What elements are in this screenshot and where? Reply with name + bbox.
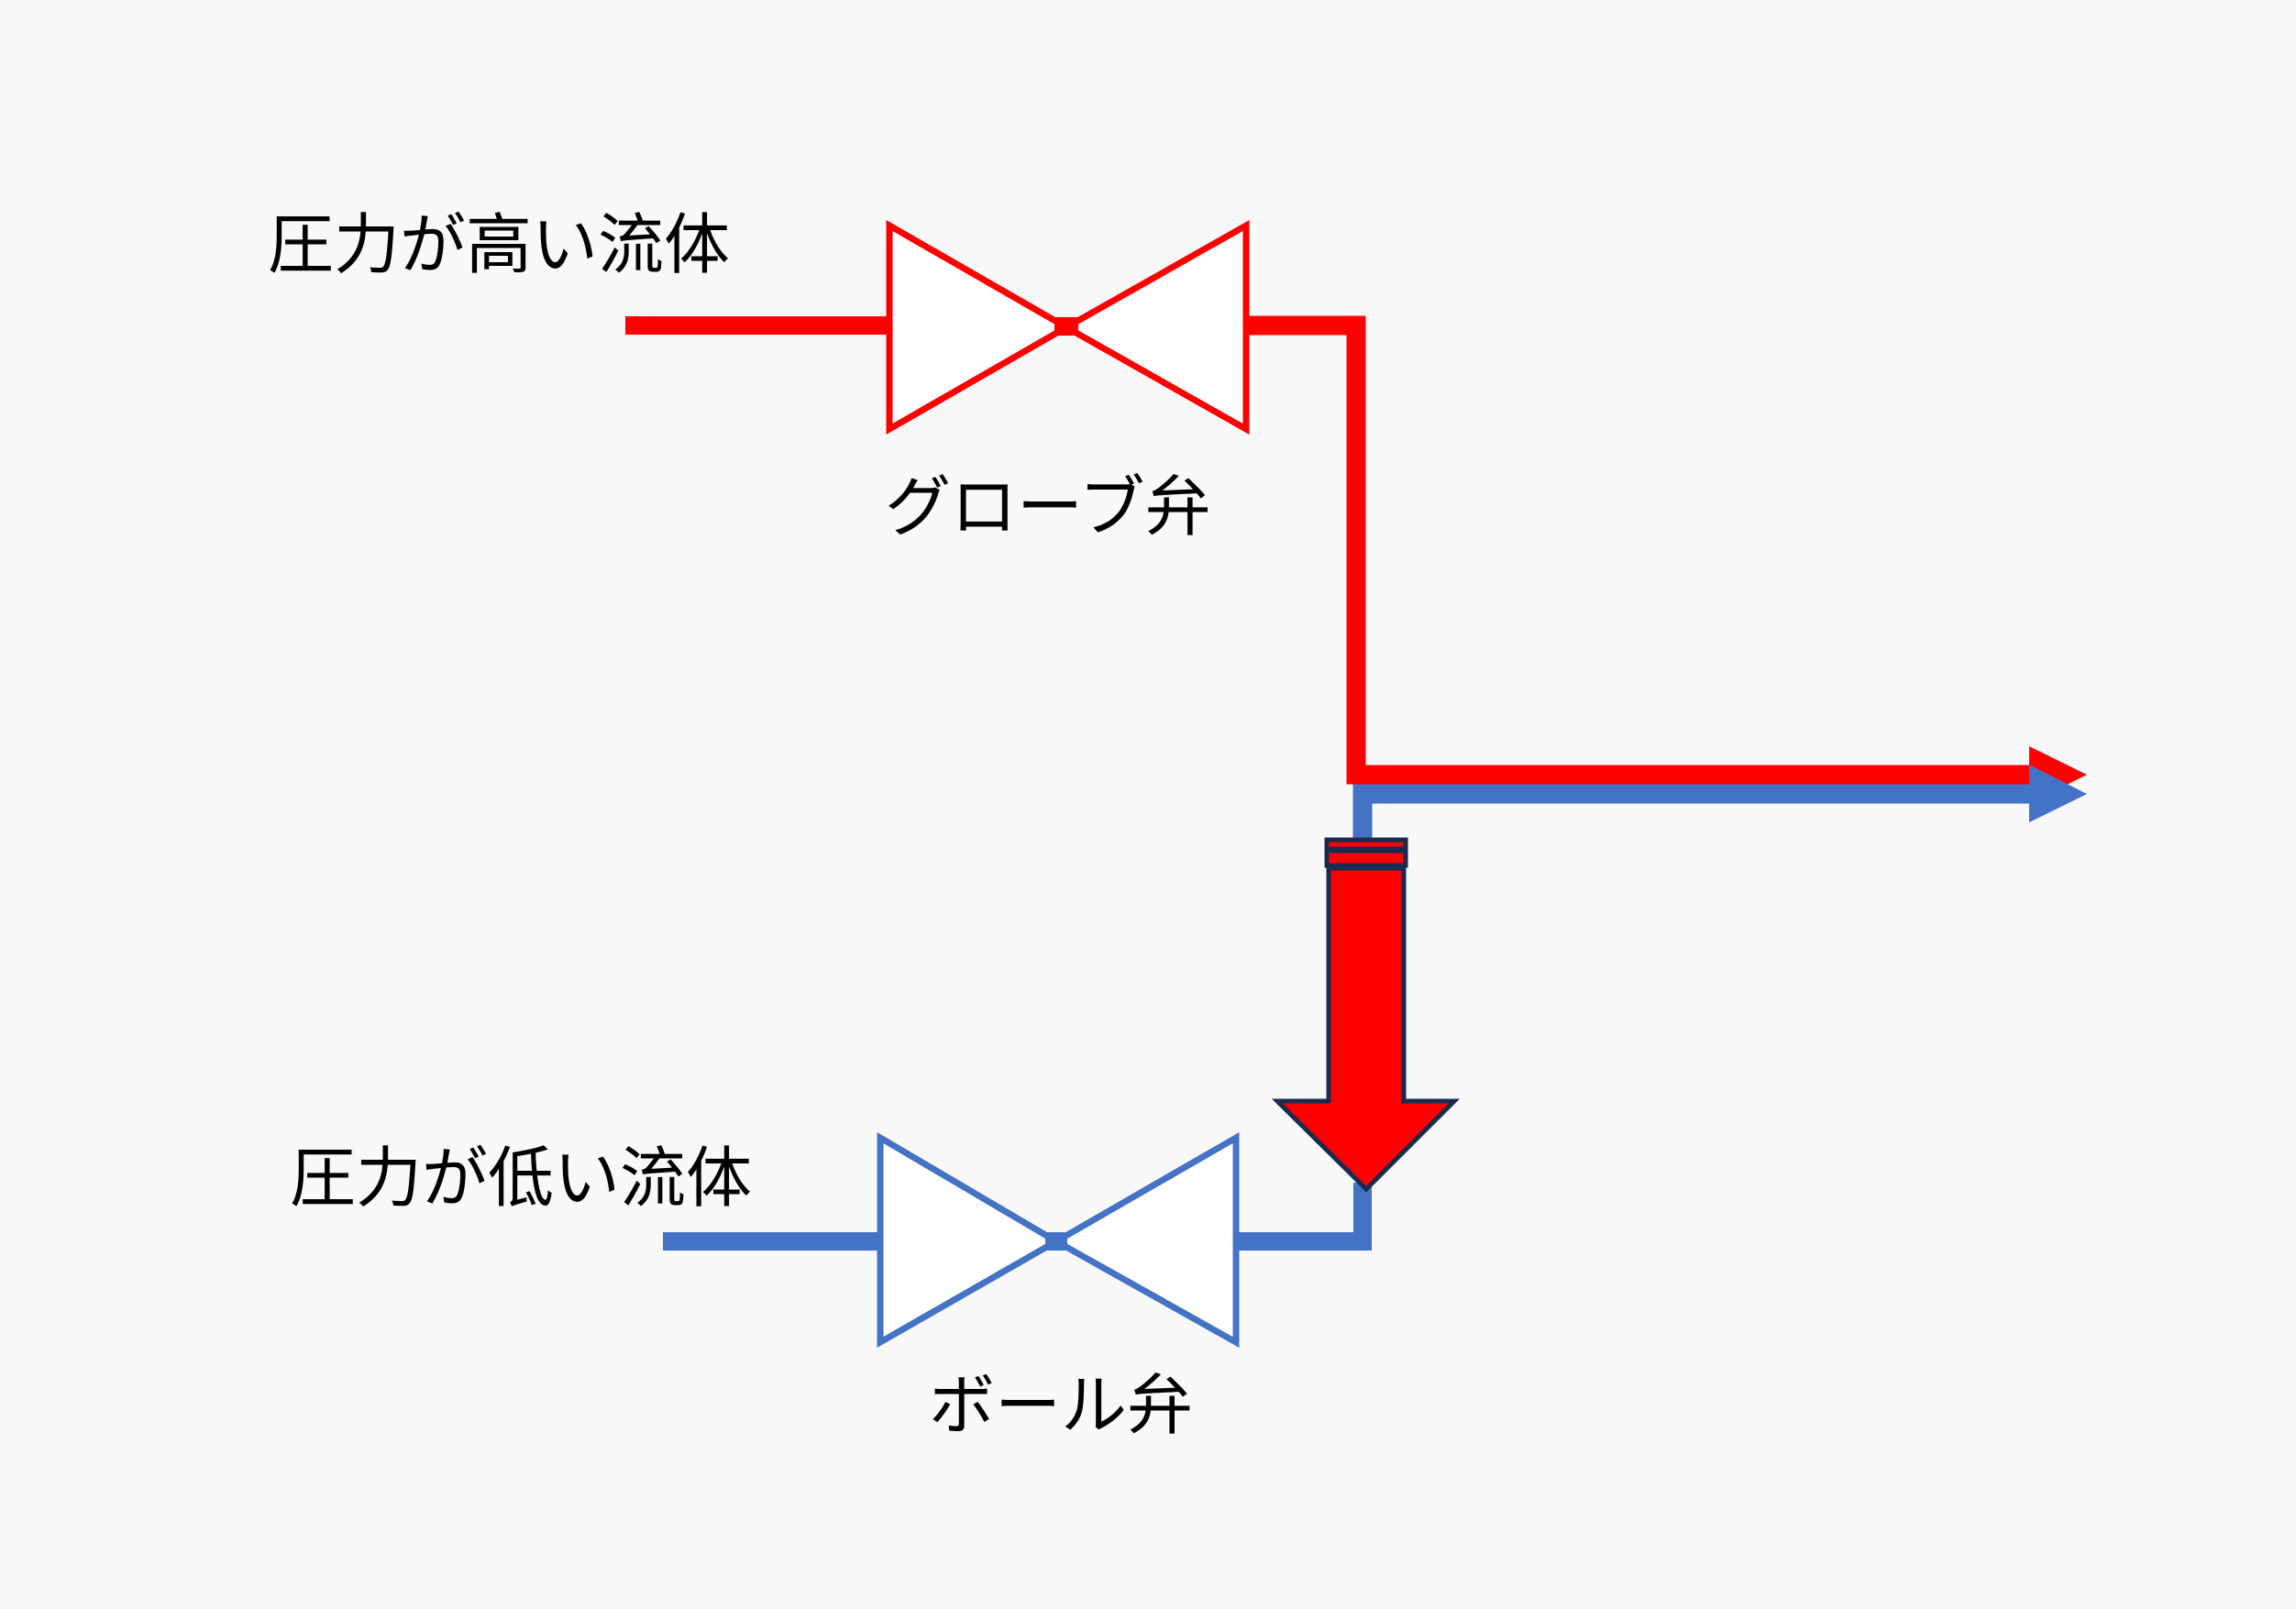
ball-valve-label: ボール弁	[929, 1367, 1193, 1444]
ball-valve	[877, 1131, 1240, 1349]
globe-valve-label: グローブ弁	[885, 468, 1211, 546]
globe-valve	[886, 219, 1250, 435]
low-pressure-line	[663, 765, 2087, 1251]
low-pressure-arrowhead	[2029, 765, 2087, 822]
flow-direction-arrow	[1271, 837, 1461, 1193]
high-pressure-fluid-label: 圧力が高い流体	[268, 206, 730, 283]
low-pressure-fluid-label: 圧力が低い流体	[290, 1140, 752, 1217]
